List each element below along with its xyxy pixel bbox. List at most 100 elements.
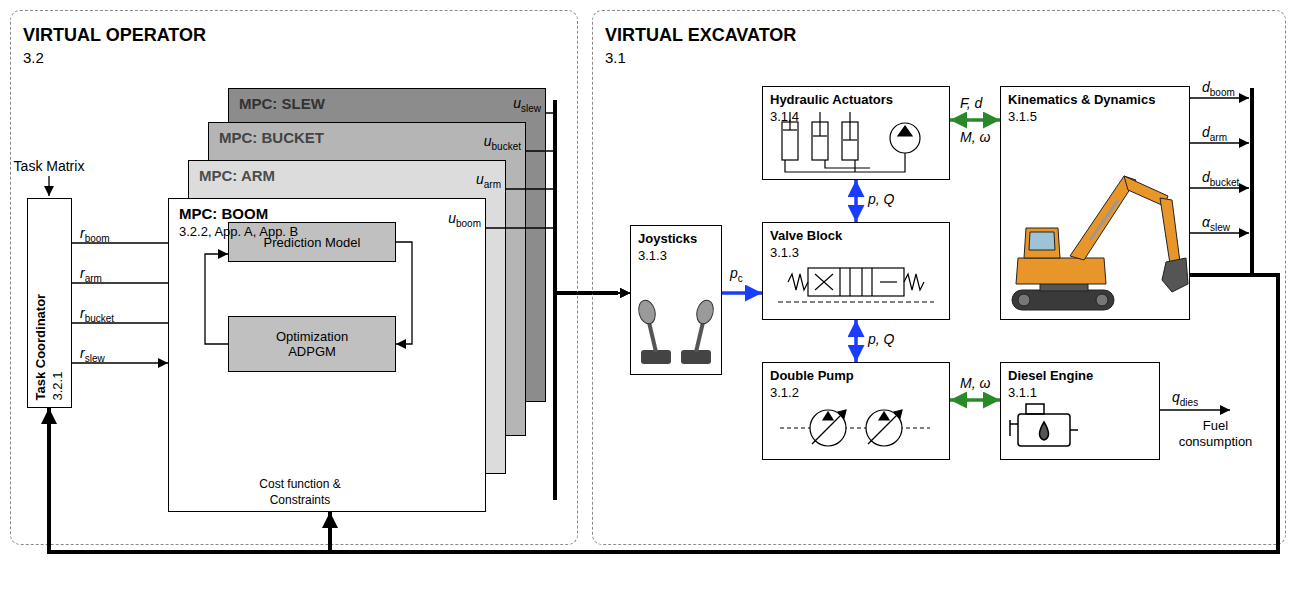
valve-symbol-part bbox=[815, 274, 833, 290]
connector bbox=[546, 113, 630, 293]
valve-symbol bbox=[778, 268, 934, 302]
excavator-illustration-part bbox=[1018, 294, 1030, 306]
symbol-letter: p bbox=[730, 265, 738, 281]
symbol-subscript: bucket bbox=[85, 313, 114, 324]
mpc-card: MPC: BOOM3.2.2, App. A, App. BPrediction… bbox=[168, 198, 486, 512]
node-subtitle: 3.2 bbox=[23, 49, 565, 66]
symbol-letter: d bbox=[1202, 169, 1210, 185]
connector bbox=[72, 242, 168, 243]
symbol-letter: r bbox=[80, 345, 85, 361]
node-subtitle: 3.2.1 bbox=[49, 371, 64, 400]
symbol-letter: r bbox=[80, 225, 85, 241]
engine-icon-part bbox=[1010, 423, 1018, 425]
edge-label: M, ω bbox=[960, 375, 990, 391]
component-box: Valve Block3.1.3 bbox=[762, 222, 950, 320]
rotated-text-frame: Task Coordinator3.2.1 bbox=[27, 198, 72, 408]
symbol-letter: u bbox=[448, 210, 456, 226]
connector bbox=[506, 189, 630, 293]
valve-symbol-part bbox=[778, 301, 934, 302]
signal-name: αslew bbox=[1202, 214, 1230, 236]
joystick-icons bbox=[636, 298, 716, 364]
actuator-symbols-part bbox=[819, 112, 820, 136]
actuator-symbols bbox=[782, 112, 920, 172]
edge-label: uboom bbox=[448, 210, 481, 232]
valve-symbol-part bbox=[871, 268, 872, 296]
signal-name: qdies bbox=[1172, 389, 1198, 411]
node-title: Diesel Engine bbox=[1008, 368, 1093, 383]
pump-symbols bbox=[780, 410, 930, 446]
actuator-symbols-part bbox=[854, 160, 855, 172]
excavator-illustration-part bbox=[1160, 198, 1180, 264]
component-box: Diesel Engine 3.1.1 bbox=[1000, 362, 1160, 460]
valve-symbol-part bbox=[788, 274, 808, 290]
edge-label: ubucket bbox=[484, 133, 521, 155]
symbol-letter: u bbox=[476, 171, 484, 187]
pump-symbols-part bbox=[823, 412, 833, 420]
symbol-subscript: slew bbox=[521, 103, 541, 114]
node-subtitle: 3.1.1 bbox=[1008, 385, 1037, 400]
node-title: MPC: BUCKET bbox=[219, 129, 324, 146]
signal-bus-part bbox=[48, 176, 49, 196]
symbol-subscript: bucket bbox=[1210, 177, 1239, 188]
excavator-illustration-part bbox=[1016, 258, 1106, 284]
symbol-letter: u bbox=[513, 95, 521, 111]
pump-symbols-part bbox=[866, 410, 902, 446]
edge-label: rarm bbox=[80, 265, 102, 287]
pump-symbols-part bbox=[868, 410, 902, 444]
node-subtitle: 3.1.5 bbox=[1008, 109, 1037, 124]
valve-symbol-part bbox=[849, 268, 850, 296]
actuator-symbols-part bbox=[898, 126, 912, 136]
excavator-illustration-part bbox=[1090, 200, 1118, 240]
node-subtitle: 3.1.2 bbox=[770, 385, 799, 400]
valve-symbol-part bbox=[839, 268, 840, 296]
symbol-subscript: boom bbox=[456, 218, 481, 229]
connector bbox=[854, 320, 858, 362]
actuator-symbols-part bbox=[825, 160, 870, 168]
signal-bus-part bbox=[553, 100, 557, 500]
pump-symbols-part bbox=[838, 410, 846, 418]
pump-symbols-part bbox=[879, 412, 889, 420]
node-title: Optimization ADPGM bbox=[262, 329, 362, 359]
valve-symbol-part bbox=[808, 268, 904, 296]
connector bbox=[72, 362, 168, 363]
node-title: MPC: ARM bbox=[199, 167, 275, 184]
symbol-letter: u bbox=[484, 133, 492, 149]
edge-label: pc bbox=[730, 265, 743, 287]
excavator-illustration bbox=[1012, 176, 1188, 310]
connector bbox=[330, 275, 1278, 552]
symbol-subscript: boom bbox=[1210, 87, 1235, 98]
symbol-letter: d bbox=[1202, 79, 1210, 95]
connector bbox=[205, 254, 228, 344]
node-title: Kinematics & Dynamics bbox=[1008, 92, 1155, 107]
node-title: Task Coordinator bbox=[32, 293, 47, 400]
actuator-symbols-part bbox=[813, 135, 827, 136]
signal-name: M, ω bbox=[960, 129, 990, 145]
node-title: Hydraulic Actuators bbox=[770, 92, 893, 107]
joystick-icons-part bbox=[636, 298, 658, 325]
engine-icon-part bbox=[1018, 414, 1070, 446]
symbol-subscript: dies bbox=[1180, 397, 1198, 408]
signal-name: dbucket bbox=[1202, 169, 1239, 191]
engine-icon-part bbox=[1040, 422, 1049, 440]
edge-label: p, Q bbox=[868, 331, 894, 347]
process-box: Optimization ADPGM bbox=[228, 316, 396, 372]
annotation: Cost function & Constraints bbox=[255, 476, 345, 508]
edge-label: rslew bbox=[80, 345, 105, 367]
edge-label: F, d bbox=[960, 95, 982, 111]
edge-label: uarm bbox=[476, 171, 501, 193]
connector bbox=[854, 180, 858, 222]
symbol-subscript: arm bbox=[484, 179, 501, 190]
symbol-subscript: c bbox=[738, 273, 743, 284]
symbol-letter: r bbox=[80, 305, 85, 321]
component-box: Kinematics & Dynamics 3.1.5 bbox=[1000, 86, 1190, 320]
pump-symbols-part bbox=[812, 410, 846, 444]
pump-symbols-part bbox=[894, 410, 902, 418]
excavator-illustration-part bbox=[1096, 294, 1108, 306]
node-title: Valve Block bbox=[770, 228, 842, 243]
signal-bus-part bbox=[553, 291, 618, 295]
connector bbox=[72, 322, 168, 323]
excavator-illustration-part bbox=[1012, 290, 1114, 310]
node-subtitle: 3.1.4 bbox=[770, 109, 799, 124]
